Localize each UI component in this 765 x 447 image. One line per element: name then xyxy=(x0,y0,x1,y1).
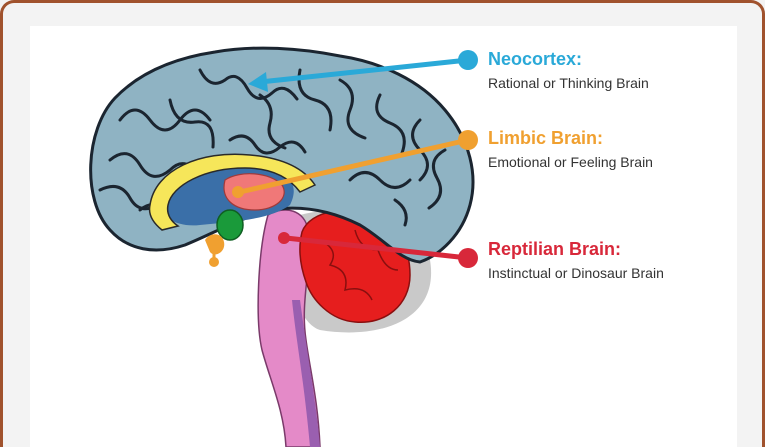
limbic-arc xyxy=(148,153,317,231)
hypothalamus xyxy=(205,234,225,255)
reptilian-label: Reptilian Brain: Instinctual or Dinosaur… xyxy=(488,238,688,284)
reptilian-description: Instinctual or Dinosaur Brain xyxy=(488,265,664,281)
neocortex-pointer xyxy=(248,50,478,92)
thalamus xyxy=(223,173,285,211)
limbic-pointer xyxy=(232,130,478,198)
amygdala xyxy=(216,209,244,241)
neocortex-title: Neocortex: xyxy=(488,49,583,69)
reptilian-title: Reptilian Brain: xyxy=(488,239,622,259)
spinal-cord xyxy=(292,300,320,447)
neocortex-description: Rational or Thinking Brain xyxy=(488,75,649,91)
limbic-label: Limbic Brain: Emotional or Feeling Brain xyxy=(488,127,728,173)
neocortex-label: Neocortex: Rational or Thinking Brain xyxy=(488,48,728,94)
reptilian-pointer xyxy=(278,232,478,268)
limbic-description: Emotional or Feeling Brain xyxy=(488,154,653,170)
limbic-title: Limbic Brain: xyxy=(488,128,604,148)
